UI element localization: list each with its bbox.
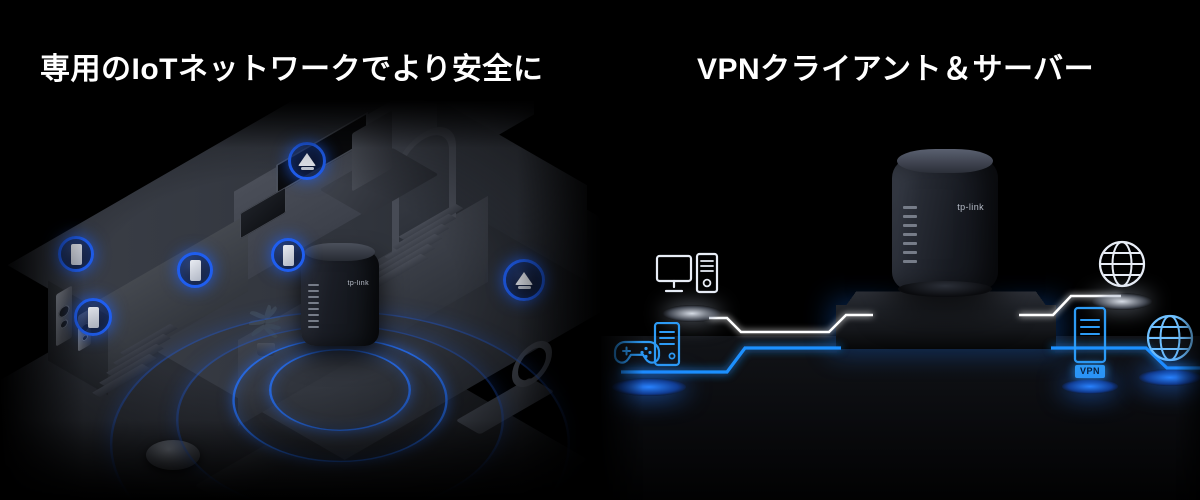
device-bubble-wall-switch-left (74, 298, 112, 336)
node-glow-pad (612, 378, 686, 396)
router-led-indicators (308, 284, 319, 328)
node-vpn-server: VPN (1053, 306, 1127, 394)
node-desktop-pc (649, 252, 735, 324)
tplink-logo-icon: tp-link (347, 280, 369, 287)
device-bubble-smart-lamp-bedroom (288, 142, 326, 180)
right-panel-heading: VPNクライアント＆サーバー (697, 53, 1095, 86)
node-internet-globe-client (1085, 238, 1159, 310)
tplink-router-home: tp-link (301, 243, 379, 346)
vpn-server-label: VPN (1074, 365, 1106, 378)
node-glow-pad (663, 305, 721, 322)
floor-speaker-large (56, 285, 72, 347)
device-bubble-smart-door-lock (58, 236, 94, 272)
panel-device-icon (189, 259, 201, 281)
node-game-console (605, 322, 693, 398)
lamp-icon (515, 271, 533, 289)
node-internet-globe-server (1133, 312, 1200, 386)
node-glow-pad (1062, 379, 1118, 394)
device-bubble-smart-lamp-living (503, 259, 545, 301)
lamp-icon (298, 152, 316, 170)
node-glow-pad (1139, 369, 1200, 386)
vpn-diagram-illustration: tp-link (601, 100, 1200, 500)
device-bubble-wall-switch-right (271, 238, 305, 272)
iot-home-illustration: tp-link (0, 100, 601, 500)
panel-device-icon (87, 306, 99, 328)
panel-device-icon (70, 243, 82, 265)
left-panel-heading: 専用のIoTネットワークでより安全に (40, 53, 544, 86)
device-bubble-smart-switch (177, 252, 213, 288)
panel-device-icon (282, 244, 294, 266)
